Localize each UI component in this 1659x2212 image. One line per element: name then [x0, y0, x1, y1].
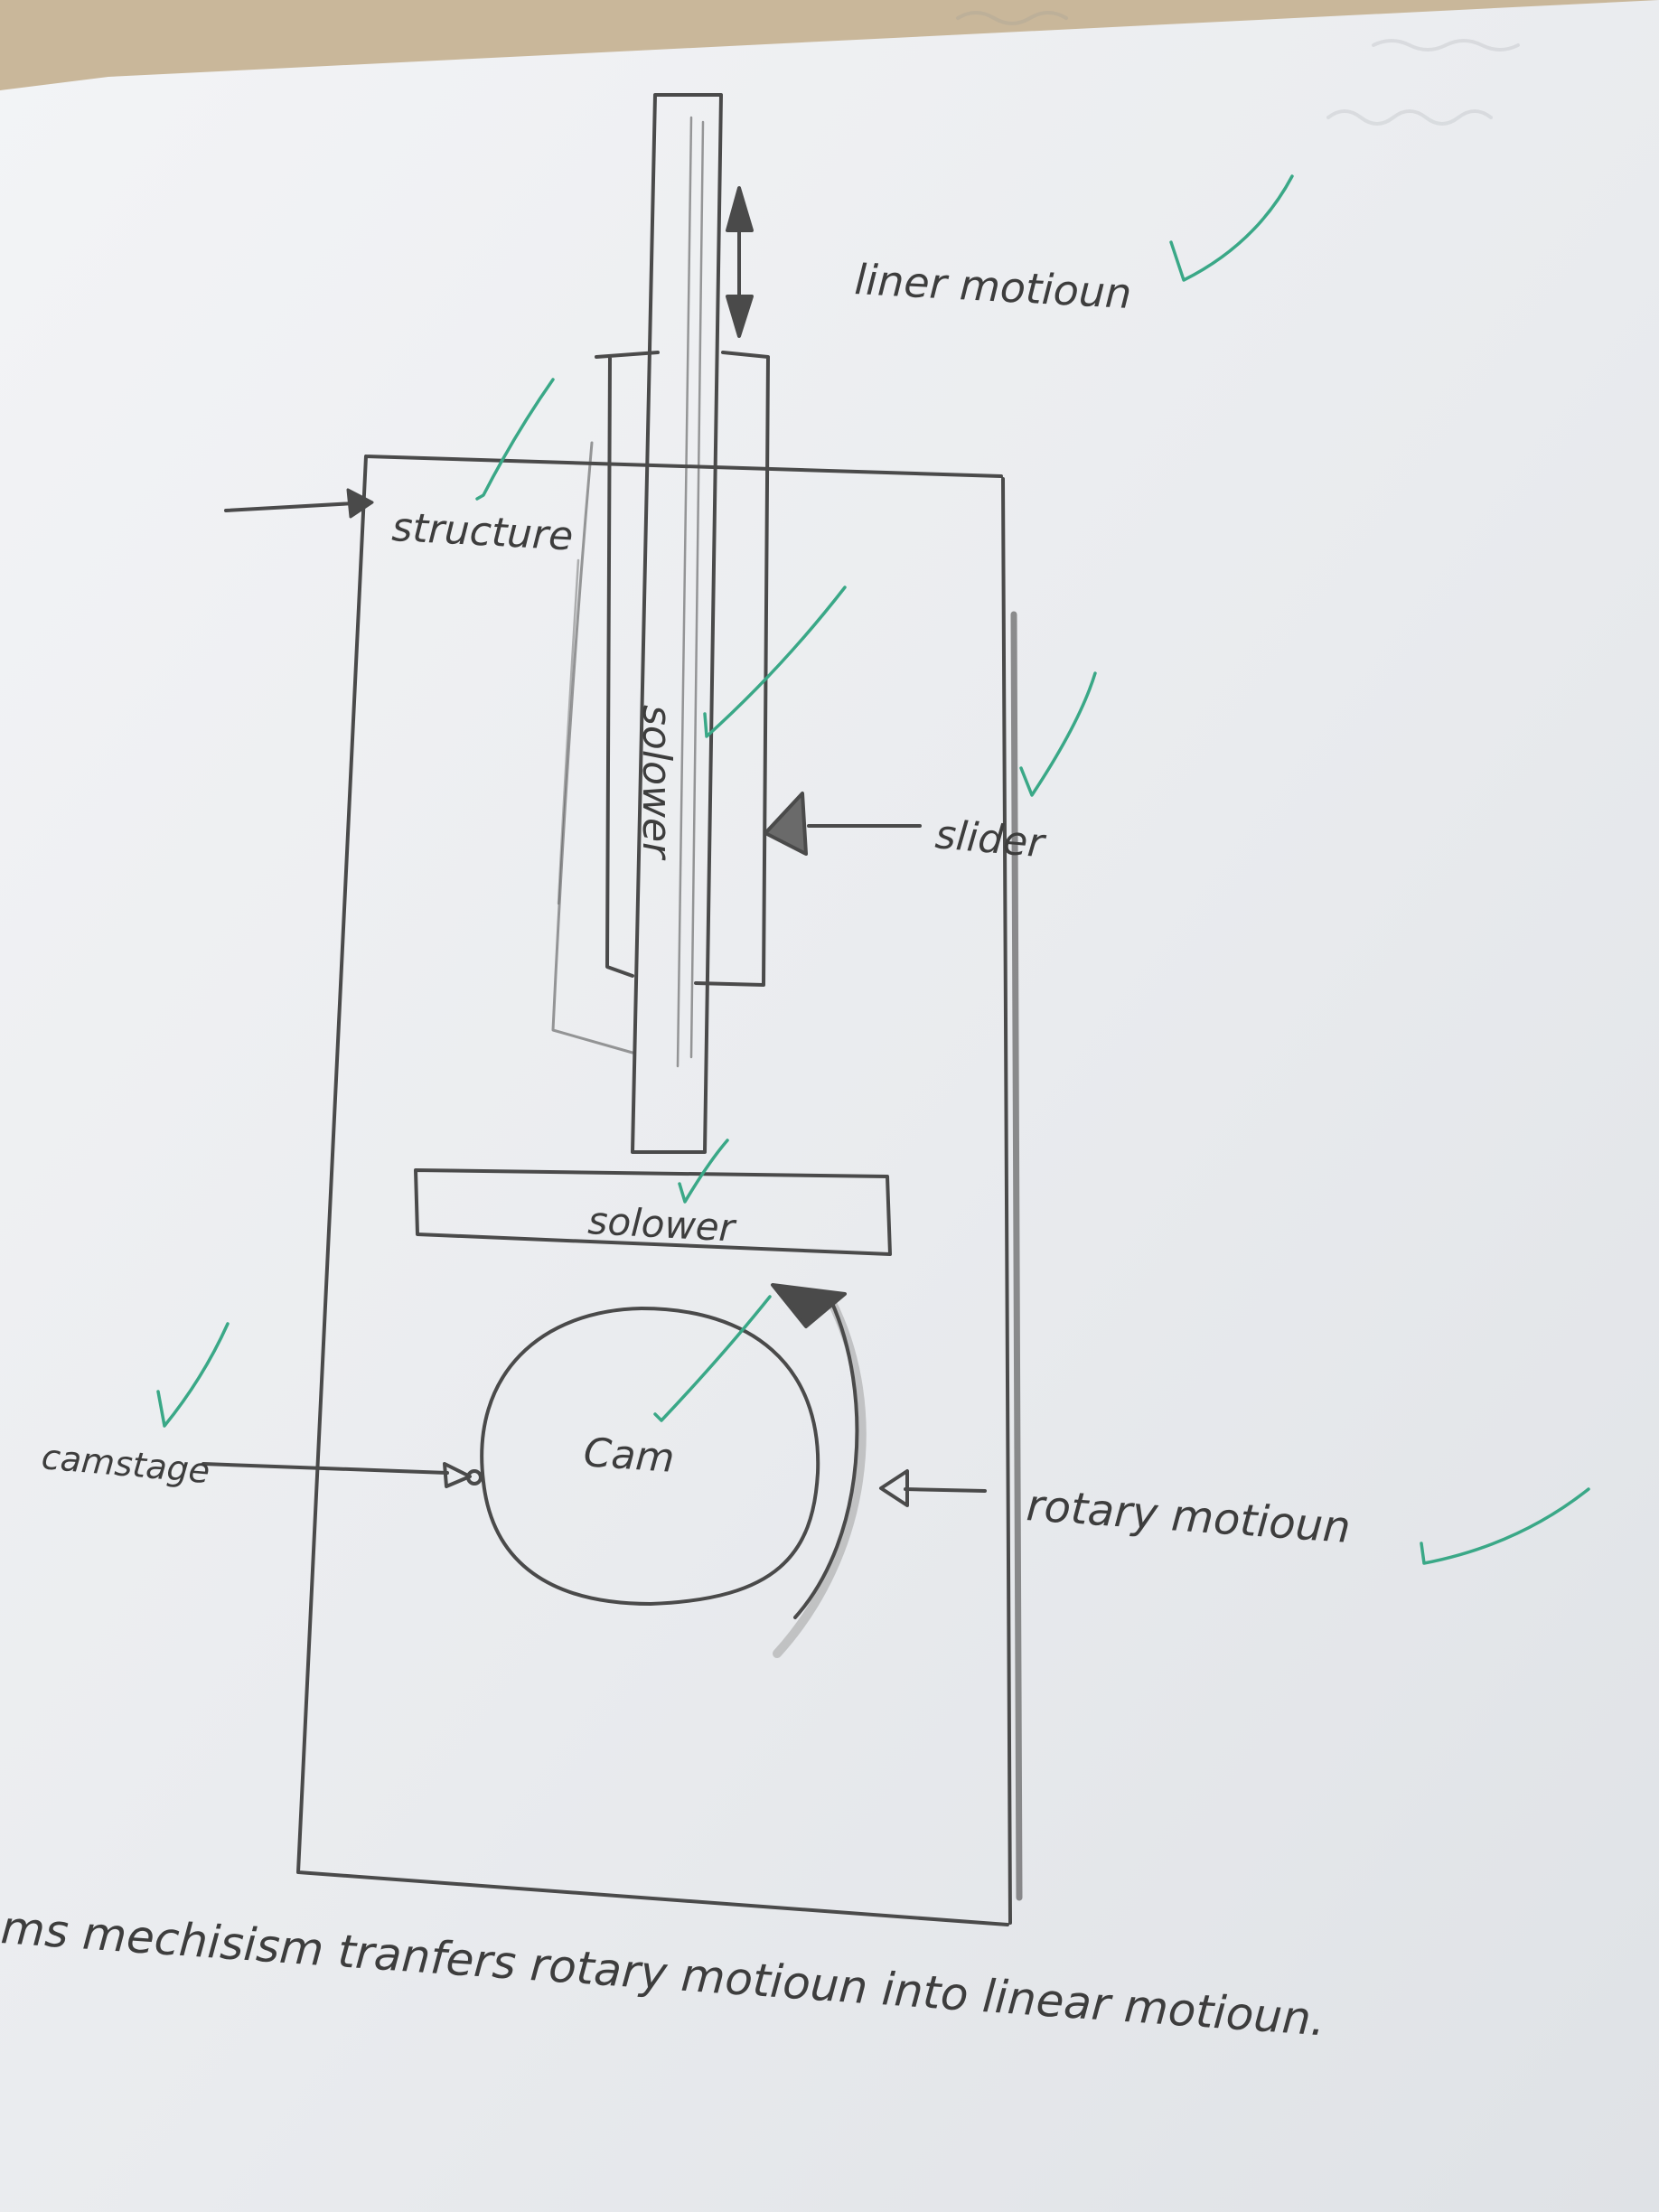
cam-profile: [480, 1307, 820, 1606]
check-mark-rotary-motion: [1420, 1487, 1590, 1565]
label-follower-vertical: solower: [633, 705, 680, 861]
follower-plate: [414, 1168, 892, 1256]
structure-frame: [296, 455, 1012, 1926]
structure-pointer: [224, 501, 356, 512]
rotary-arrowhead: [771, 1283, 847, 1328]
rotary-motion-arc: [773, 1297, 867, 1658]
pencil-drawing: [202, 93, 1023, 1926]
check-mark-cam: [653, 1295, 772, 1422]
check-mark-slider: [1019, 671, 1097, 797]
follower-rod: [631, 93, 723, 1154]
check-mark-linear-motion: [1169, 174, 1294, 282]
bleed-through-text: [956, 11, 1520, 126]
label-structure: structure: [390, 504, 574, 559]
label-cam: Cam: [582, 1429, 676, 1482]
label-follower-plate: solower: [586, 1198, 737, 1251]
check-marks: [156, 174, 1590, 1565]
camstage-pointer: [202, 1462, 449, 1475]
follower-rod-inner-lines: [676, 116, 705, 1068]
linear-motion-arrow-up: [726, 186, 754, 232]
rotary-pointer: [904, 1487, 987, 1493]
structure-frame-right-shade: [1010, 611, 1023, 1901]
check-mark-structure: [475, 378, 555, 501]
linear-motion-arrow-down: [726, 295, 754, 338]
label-slider: slider: [933, 811, 1048, 867]
slider-sketch-outline: [551, 441, 634, 1054]
check-mark-follower-plate: [678, 1139, 729, 1204]
check-mark-camstage: [156, 1322, 230, 1428]
check-mark-follower-vertical: [703, 586, 847, 738]
slider-housing: [595, 351, 770, 987]
